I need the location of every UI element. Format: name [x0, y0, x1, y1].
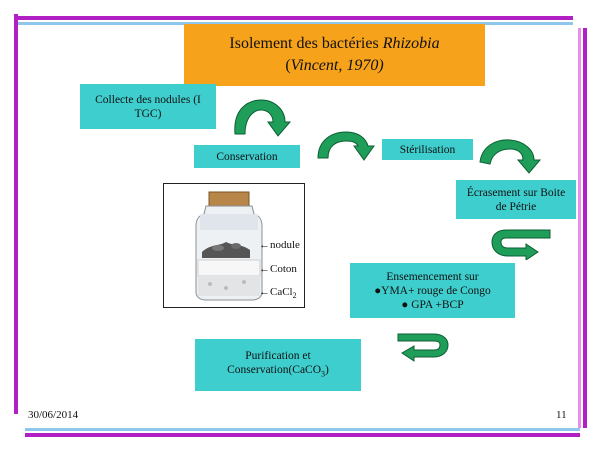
purification-line-2: Conservation(CaCO3) — [227, 363, 329, 379]
slide-page-number: 11 — [556, 409, 567, 421]
caco3-subscript: 3 — [321, 369, 326, 379]
step-sterilisation-label: Stérilisation — [399, 143, 456, 156]
title-species: Rhizobia — [382, 35, 440, 52]
ensemencement-title: Ensemencement sur — [386, 270, 479, 283]
title-line-1: Isolement des bactéries Rhizobia — [229, 33, 439, 55]
label-nodule: ←nodule — [259, 239, 300, 251]
title-main: Isolement des bactéries — [229, 35, 383, 52]
slide-title: Isolement des bactéries Rhizobia (Vincen… — [184, 24, 485, 86]
step-conservation: Conservation — [194, 145, 300, 168]
u-turn-arrow-1-icon — [491, 229, 551, 260]
top-bar-purple — [18, 16, 573, 20]
step-ensemencement: Ensemencement sur ●YMA+ rouge de Congo ●… — [350, 263, 515, 318]
title-citation-open: ( — [285, 57, 291, 74]
step-sterilisation: Stérilisation — [382, 139, 473, 160]
right-bar-pink — [578, 28, 581, 428]
step-purification: Purification et Conservation(CaCO3) — [195, 339, 361, 391]
top-bar-blue — [18, 22, 573, 25]
step-conservation-label: Conservation — [216, 150, 278, 163]
step-ecrasement-label: Écrasement sur Boite de Pétrie — [466, 186, 566, 213]
label-cacl2: ←CaCl2 — [259, 286, 297, 301]
step-ecrasement: Écrasement sur Boite de Pétrie — [456, 180, 576, 219]
label-coton: ←Coton — [259, 263, 297, 275]
title-line-2: (Vincent, 1970) — [285, 55, 383, 77]
purification-line-1: Purification et — [245, 349, 311, 362]
step-collecte: Collecte des nodules (I TGC) — [80, 84, 216, 129]
curved-arrow-1-icon — [234, 99, 291, 137]
step-collecte-label: Collecte des nodules (I TGC) — [95, 93, 201, 120]
title-citation: Vincent, 1970) — [290, 57, 384, 74]
left-bar-purple — [14, 14, 18, 414]
curved-arrow-3-icon — [479, 139, 542, 174]
slide-date: 30/06/2014 — [28, 409, 79, 421]
bottom-bar-purple — [25, 433, 580, 437]
right-bar-purple — [583, 28, 587, 428]
ensemencement-item-yma: ●YMA+ rouge de Congo — [374, 284, 491, 297]
cacl2-subscript: 2 — [292, 291, 297, 301]
bottom-bar-blue — [25, 428, 580, 431]
jar-photo: ←nodule ←Coton ←CaCl2 — [163, 183, 305, 308]
curved-arrow-2-icon — [317, 131, 375, 161]
jar-illustration — [195, 191, 263, 301]
ensemencement-item-gpa: ● GPA +BCP — [401, 298, 464, 311]
u-turn-arrow-2-icon — [397, 333, 449, 362]
